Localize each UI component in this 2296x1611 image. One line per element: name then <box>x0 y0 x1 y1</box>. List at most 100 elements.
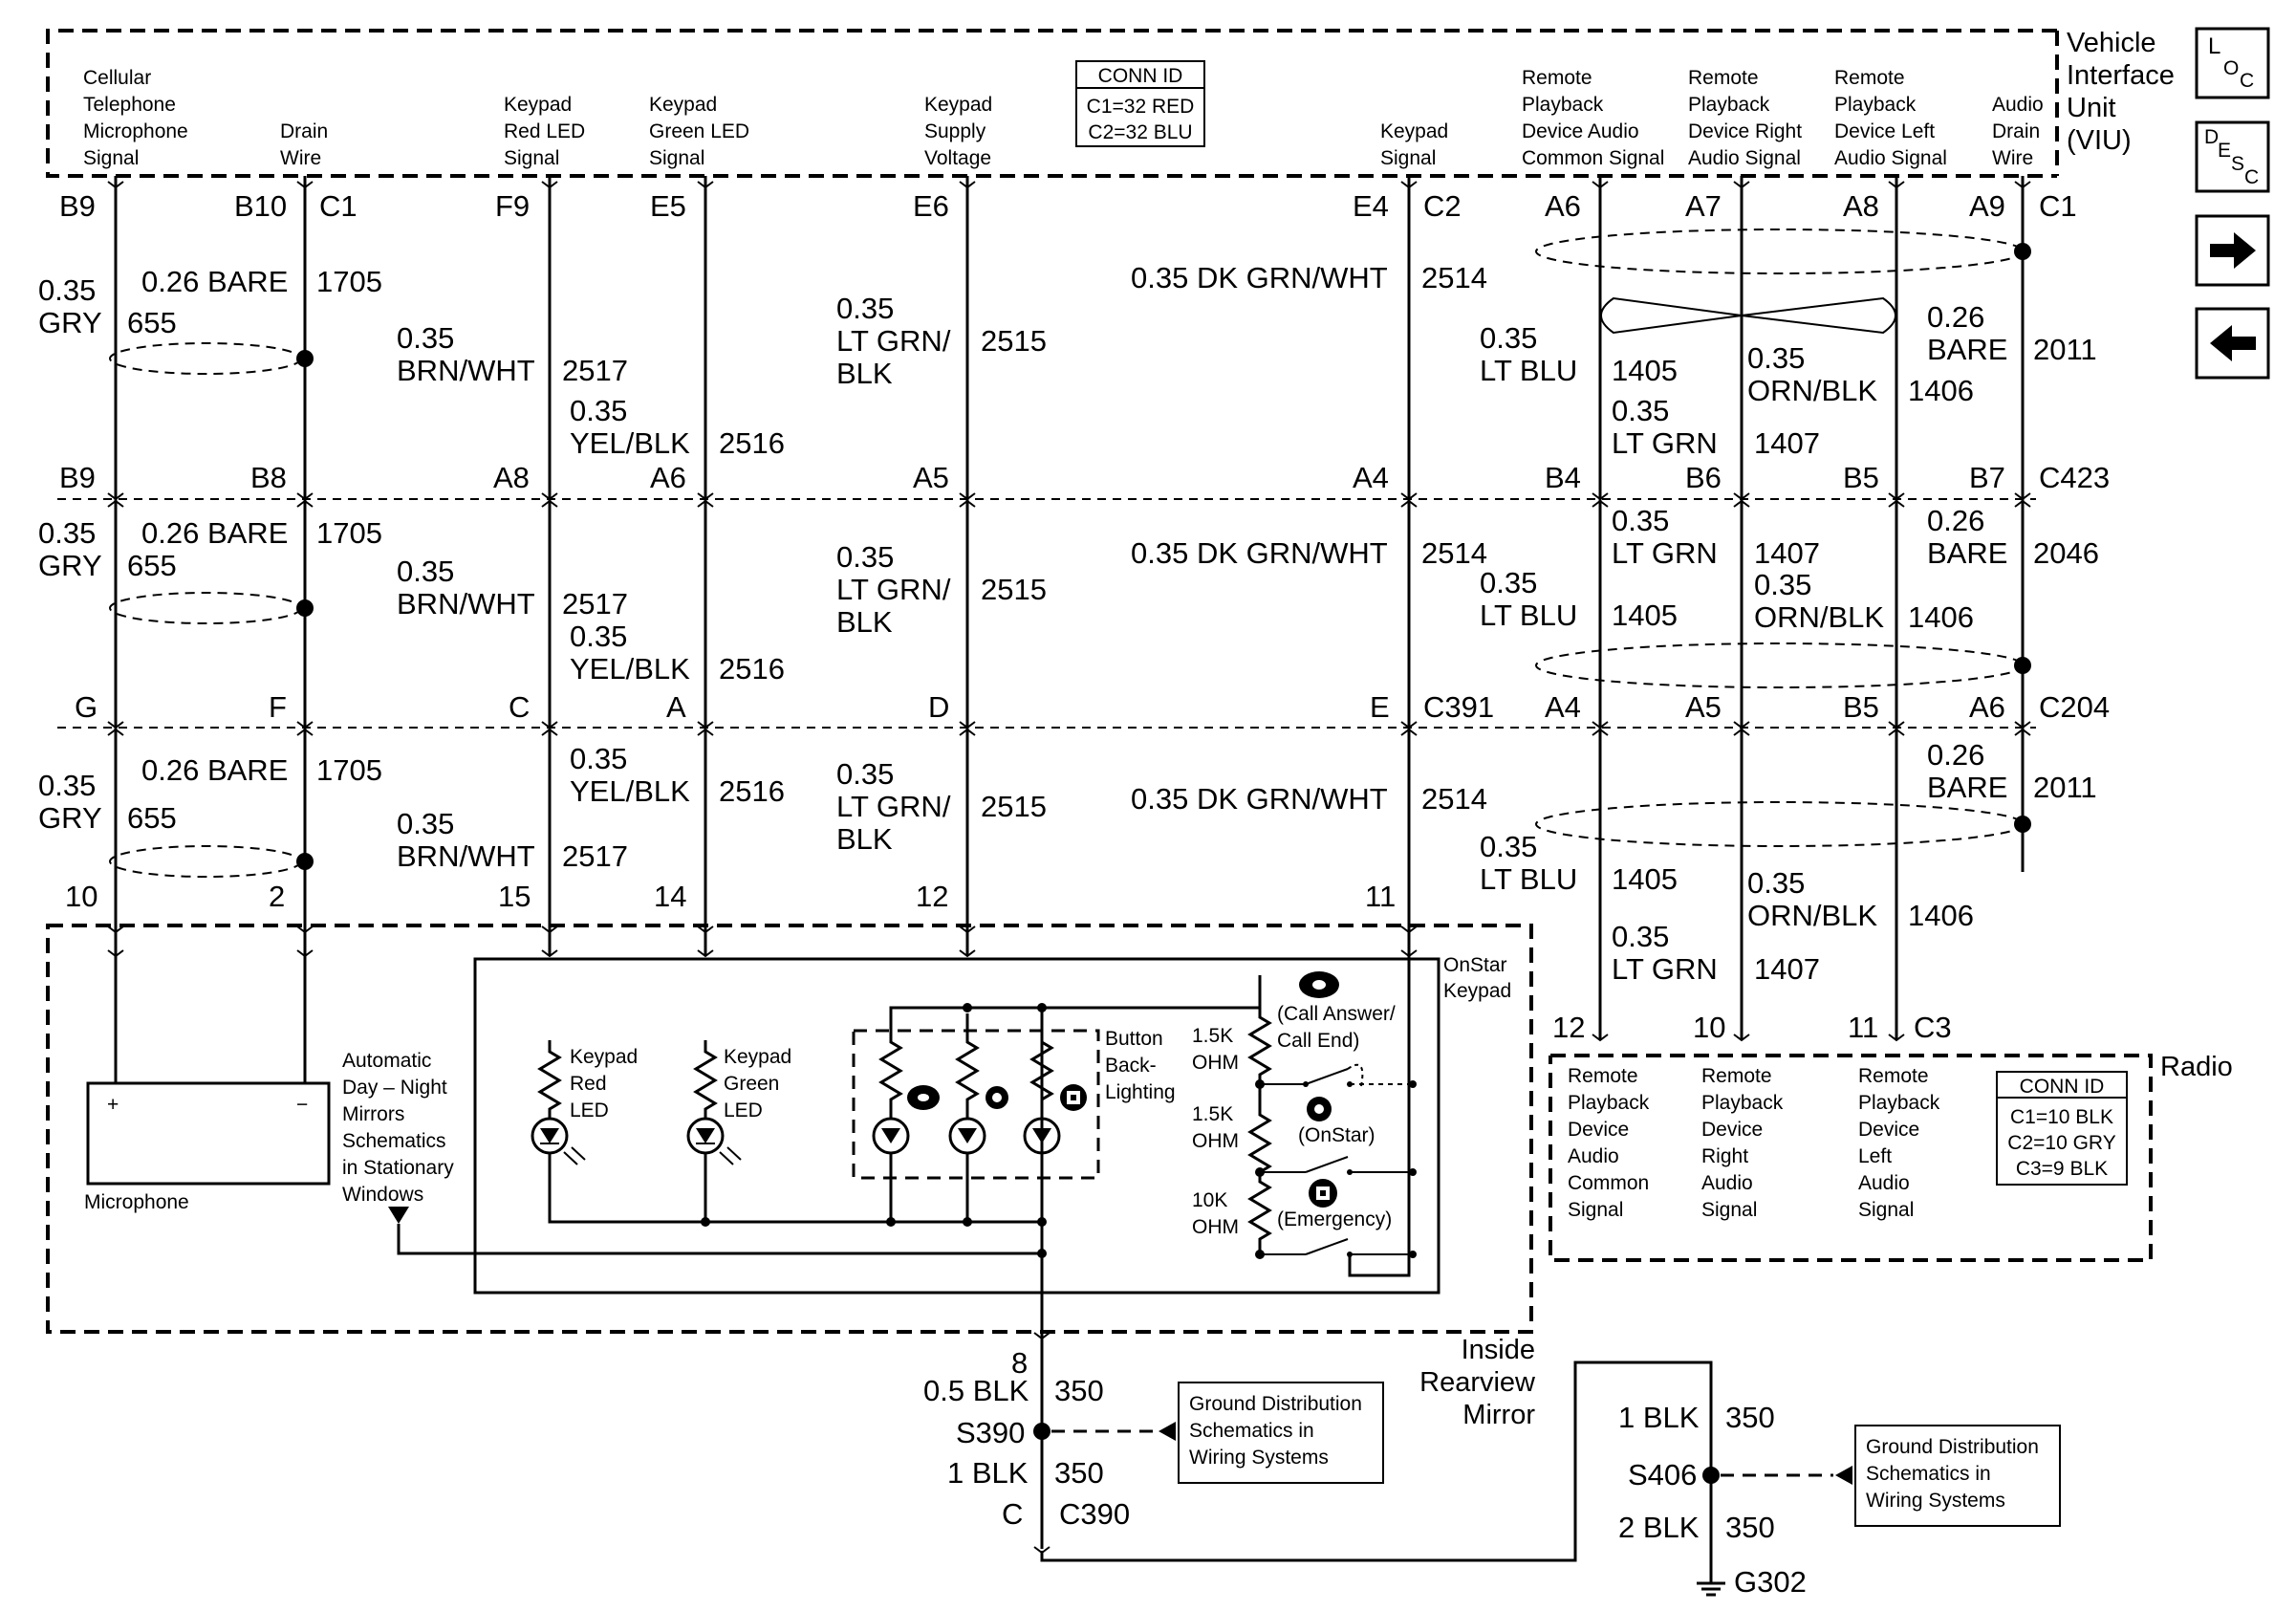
svg-text:2516: 2516 <box>719 652 785 686</box>
svg-text:Remote: Remote <box>1834 67 1905 89</box>
svg-text:Drain: Drain <box>1992 120 2040 142</box>
svg-text:2: 2 <box>269 880 285 913</box>
connector-chevron <box>2014 721 2031 729</box>
svg-text:B5: B5 <box>1843 461 1879 494</box>
svg-text:10: 10 <box>65 880 97 913</box>
svg-text:Remote: Remote <box>1688 67 1759 89</box>
connector-chevron <box>1592 728 1609 736</box>
svg-text:A6: A6 <box>1969 690 2005 724</box>
svg-text:350: 350 <box>1054 1374 1104 1407</box>
previous-page-button[interactable] <box>2195 307 2270 380</box>
svg-text:Keypad: Keypad <box>924 94 992 116</box>
connector-chevron <box>1592 1034 1609 1042</box>
svg-text:BRN/WHT: BRN/WHT <box>397 839 535 873</box>
svg-text:0.35: 0.35 <box>836 540 894 574</box>
ground-ref-1: Ground Distribution Schematics in Wiring… <box>1178 1382 1384 1484</box>
svg-text:655: 655 <box>127 801 177 835</box>
svg-text:A5: A5 <box>1685 690 1722 724</box>
svg-text:Voltage: Voltage <box>924 147 991 169</box>
svg-text:0.35: 0.35 <box>38 273 96 307</box>
svg-text:E: E <box>2218 140 2231 162</box>
svg-text:655: 655 <box>127 549 177 582</box>
svg-text:0.35: 0.35 <box>1612 920 1669 953</box>
svg-text:C390: C390 <box>1059 1497 1130 1531</box>
svg-text:Audio: Audio <box>1858 1172 1910 1194</box>
svg-text:Device Right: Device Right <box>1688 120 1802 142</box>
loc-button[interactable]: L O C <box>2195 27 2270 99</box>
svg-text:Wiring Systems: Wiring Systems <box>1866 1490 2005 1512</box>
connector-chevron <box>1733 1034 1750 1042</box>
svg-text:LT GRN: LT GRN <box>1612 426 1718 460</box>
svg-text:Signal: Signal <box>649 147 704 169</box>
svg-text:A: A <box>666 690 686 724</box>
svg-text:Playback: Playback <box>1568 1092 1650 1114</box>
connector-chevron <box>1400 181 1418 189</box>
svg-text:2515: 2515 <box>981 573 1047 606</box>
viu-pin-labels: Cellular Telephone Microphone Signal Dra… <box>83 67 2044 169</box>
connector-chevron <box>541 181 558 189</box>
connector-chevron <box>1888 181 1905 189</box>
svg-text:1 BLK: 1 BLK <box>1618 1401 1700 1434</box>
connector-chevron <box>107 728 124 736</box>
svg-text:Signal: Signal <box>1701 1199 1757 1221</box>
svg-text:Keypad: Keypad <box>504 94 572 116</box>
svg-text:A4: A4 <box>1545 690 1581 724</box>
svg-text:0.35: 0.35 <box>1754 568 1811 601</box>
svg-text:0.26: 0.26 <box>1927 738 1984 772</box>
svg-text:Drain: Drain <box>280 120 328 142</box>
svg-text:Schematics: Schematics <box>342 1130 446 1152</box>
connector-chevron <box>296 181 314 189</box>
connector-chevron <box>1400 492 1418 501</box>
svg-text:0.35 DK GRN/WHT: 0.35 DK GRN/WHT <box>1131 536 1388 570</box>
svg-text:Green LED: Green LED <box>649 120 749 142</box>
connector-rows <box>57 181 2036 1555</box>
connector-chevron <box>697 925 714 934</box>
svg-text:LT GRN/: LT GRN/ <box>836 324 951 358</box>
svg-text:S406: S406 <box>1628 1458 1697 1491</box>
svg-text:0.26 BARE: 0.26 BARE <box>141 265 288 298</box>
connector-chevron <box>697 492 714 501</box>
desc-button[interactable]: D E S C <box>2195 120 2270 193</box>
svg-text:B4: B4 <box>1545 461 1581 494</box>
nav-buttons: L O C D E S C <box>2195 27 2270 380</box>
connector-chevron <box>1733 728 1750 736</box>
svg-text:C: C <box>2244 166 2259 188</box>
svg-text:ORN/BLK: ORN/BLK <box>1754 600 1884 634</box>
button-backlighting: Button Back- Lighting <box>852 1003 1176 1329</box>
svg-text:B9: B9 <box>59 189 96 223</box>
svg-text:Left: Left <box>1858 1145 1892 1167</box>
svg-text:2011: 2011 <box>2033 771 2097 804</box>
svg-text:2516: 2516 <box>719 426 785 460</box>
auto-mirror-ref-1: Automatic <box>342 1050 431 1072</box>
svg-text:(Call Answer/: (Call Answer/ <box>1277 1003 1396 1025</box>
connector-chevron <box>697 499 714 508</box>
svg-text:CONN ID: CONN ID <box>1098 65 1183 87</box>
connector-chevron <box>107 721 124 729</box>
svg-text:Audio: Audio <box>1701 1172 1753 1194</box>
svg-text:Microphone: Microphone <box>83 120 188 142</box>
svg-text:LT GRN: LT GRN <box>1612 536 1718 570</box>
svg-text:Signal: Signal <box>504 147 559 169</box>
mirror-name-2: Rearview <box>1419 1367 1536 1398</box>
svg-text:BARE: BARE <box>1927 536 2007 570</box>
microphone: + − Microphone <box>84 1081 331 1213</box>
svg-text:Audio: Audio <box>1992 94 2044 116</box>
svg-text:F: F <box>269 690 287 724</box>
viu-name-4: (VIU) <box>2067 125 2132 156</box>
conn-id-radio: CONN ID C1=10 BLK C2=10 GRY C3=9 BLK <box>1996 1071 2128 1186</box>
svg-text:0.26 BARE: 0.26 BARE <box>141 753 288 787</box>
svg-text:BLK: BLK <box>836 822 893 856</box>
connector-chevron <box>107 925 124 934</box>
svg-text:Ground Distribution: Ground Distribution <box>1866 1436 2039 1458</box>
svg-text:GRY: GRY <box>38 306 102 339</box>
svg-text:Lighting: Lighting <box>1105 1081 1176 1103</box>
svg-text:Playback: Playback <box>1688 94 1770 116</box>
svg-text:F9: F9 <box>495 189 530 223</box>
svg-text:Ground Distribution: Ground Distribution <box>1189 1393 1362 1415</box>
svg-text:BARE: BARE <box>1927 771 2007 804</box>
next-page-button[interactable] <box>2195 214 2270 287</box>
svg-text:2516: 2516 <box>719 774 785 808</box>
keypad-name-1: OnStar <box>1443 954 1507 976</box>
svg-text:1705: 1705 <box>316 265 382 298</box>
